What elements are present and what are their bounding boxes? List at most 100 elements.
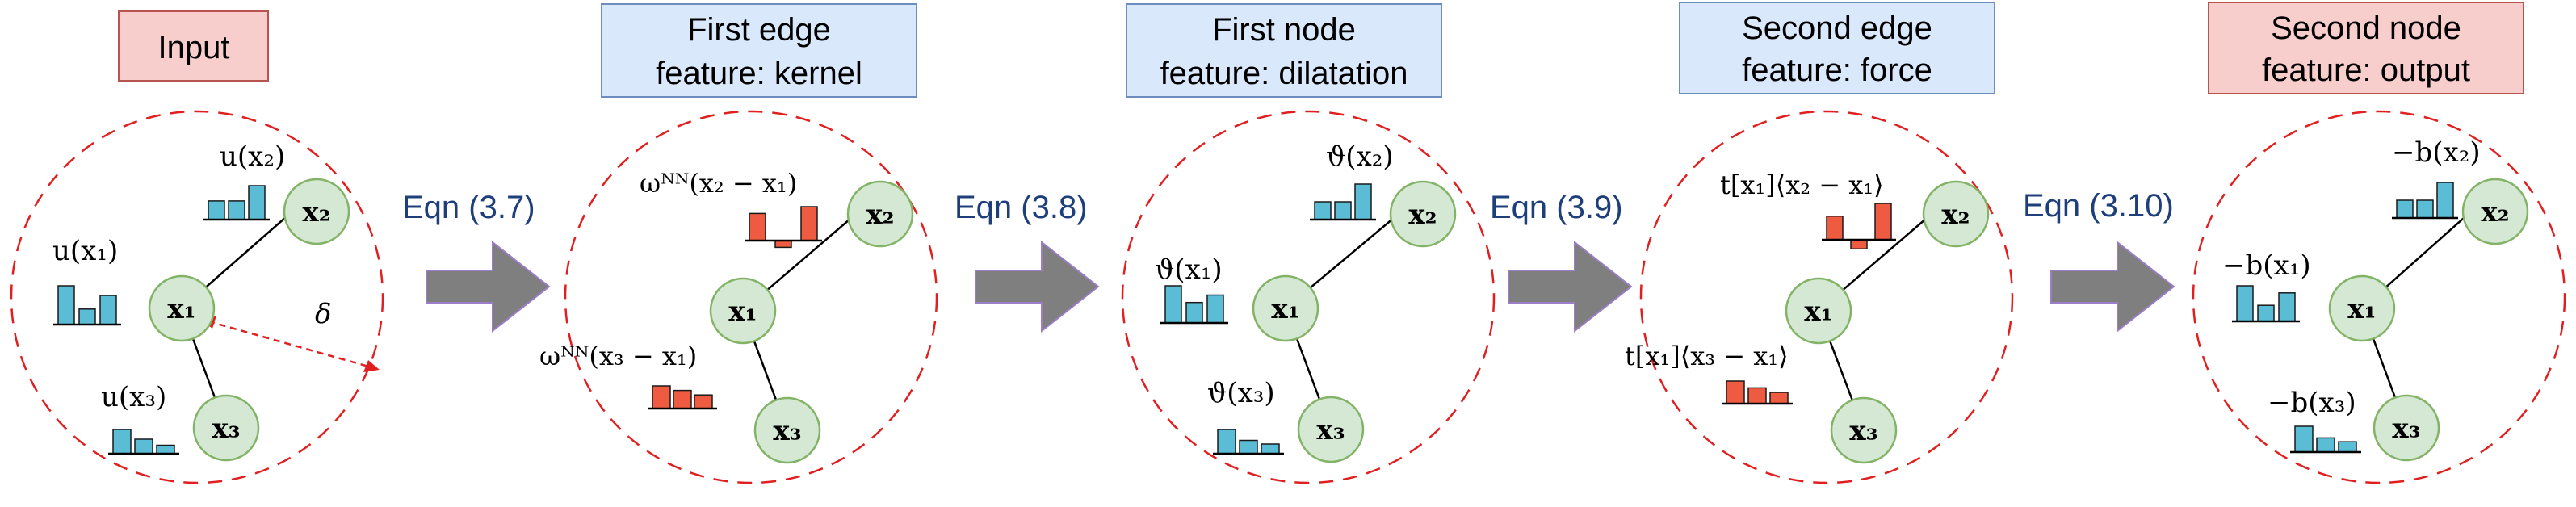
bar [1747, 387, 1767, 404]
node-x2: x₂ [283, 178, 350, 245]
panel-first-node: First node feature: dilatation x₁ x₂ x₃ … [1121, 3, 1496, 484]
bar-glyph [1822, 203, 1896, 249]
bar [1334, 201, 1352, 220]
svg-text:x₁: x₁ [2347, 293, 2376, 325]
right-block-arrow-icon [426, 240, 551, 333]
node-x1: x₁ [709, 277, 777, 345]
node-x3: x₃ [1297, 396, 1365, 463]
node-x3: x₃ [753, 396, 821, 464]
bar [1354, 183, 1372, 220]
node-x3: x₃ [192, 394, 260, 462]
bar [652, 385, 671, 409]
panel-input: Input δ x₁ x₂ x₃ u(x₂) u(x₁) u(x₃) [10, 10, 384, 484]
bar [1850, 239, 1868, 249]
label-dil-x2: ϑ(x₂) [1326, 140, 1394, 173]
bar [2396, 199, 2414, 219]
node-x1: x₁ [2328, 274, 2396, 342]
svg-text:x₁: x₁ [1271, 293, 1299, 325]
bar [1217, 429, 1236, 455]
bar [1185, 301, 1203, 324]
bar [1314, 201, 1332, 220]
svg-text:x₂: x₂ [866, 199, 894, 231]
bar [2257, 304, 2275, 322]
bar-glyph [1160, 285, 1228, 325]
bar-glyph [648, 385, 717, 410]
bar-glyph [745, 206, 822, 249]
label-out-x1: −b(x₁) [2222, 249, 2311, 282]
transition-3: Eqn (3.9) [1490, 190, 1633, 333]
title-line-2: feature: force [1742, 52, 1932, 88]
bar-glyph [2290, 425, 2361, 454]
transition-2: Eqn (3.8) [954, 190, 1100, 333]
title-line-1: First edge [687, 12, 831, 48]
bar [78, 308, 96, 325]
eqn-label: Eqn (3.7) [402, 190, 535, 225]
eqn-label: Eqn (3.9) [1490, 190, 1623, 225]
label-force-21: t[x₁]⟨x₂ − x₁⟩ [1720, 170, 1884, 200]
svg-text:x₁: x₁ [1804, 295, 1832, 328]
bar [248, 185, 266, 220]
panel-second-node: Second node feature: output x₁ x₂ x₃ −b(… [2192, 2, 2566, 484]
svg-text:x₂: x₂ [302, 196, 330, 228]
svg-text:x₂: x₂ [2481, 196, 2509, 228]
bar [1769, 392, 1789, 404]
bar [800, 206, 818, 241]
panel-second-edge: Second edge feature: force x₁ x₂ x₃ t[x₁… [1625, 2, 2014, 484]
title-line-2: feature: kernel [656, 56, 862, 91]
bar [1239, 439, 1258, 455]
bar [208, 200, 225, 220]
title-line-1: First node [1212, 12, 1356, 48]
label-u-x3: u(x₃) [101, 381, 166, 413]
svg-text:x₃: x₃ [1849, 415, 1877, 447]
bar [2236, 285, 2254, 322]
svg-text:x₁: x₁ [167, 293, 195, 325]
bar-glyph [1213, 429, 1284, 455]
label-kernel-31: ωᴺᴺ(x₃ − x₁) [539, 341, 697, 371]
bar [156, 444, 175, 455]
horizon-arrow [200, 316, 380, 372]
bar [2316, 437, 2335, 453]
bar [57, 285, 75, 325]
title-box [1679, 2, 1995, 94]
node-x1: x₁ [1785, 277, 1852, 345]
horizon-circle [2192, 110, 2566, 484]
node-x2: x₂ [2461, 178, 2529, 245]
bar [112, 429, 132, 455]
bar-glyph [108, 429, 179, 455]
bar-glyph [2392, 182, 2458, 220]
bar [774, 240, 792, 249]
label-u-x2: u(x₂) [220, 140, 285, 173]
right-block-arrow-icon [975, 240, 1100, 333]
horizon-circle [564, 110, 938, 484]
panel-first-edge: First edge feature: kernel x₁ x₂ x₃ ωᴺᴺ(… [539, 3, 938, 484]
label-kernel-21: ωᴺᴺ(x₂ − x₁) [640, 168, 797, 199]
bar [1206, 294, 1224, 324]
bar [2278, 292, 2296, 322]
node-x1: x₁ [148, 274, 216, 342]
bar [2338, 441, 2357, 453]
node-x1: x₁ [1252, 274, 1319, 342]
horizon-circle [10, 110, 384, 484]
node-x2: x₂ [1389, 180, 1457, 248]
title-line-1: Second node [2271, 10, 2461, 46]
title-box [2208, 2, 2524, 94]
bar [673, 389, 692, 409]
bar [1826, 216, 1844, 241]
bar [2294, 425, 2314, 453]
transition-1: Eqn (3.7) [402, 190, 551, 333]
bar [694, 394, 713, 409]
bar-glyph [203, 185, 270, 221]
node-x3: x₃ [1830, 396, 1898, 464]
label-out-x2: −b(x₂) [2392, 136, 2481, 169]
svg-text:x₃: x₃ [212, 413, 240, 445]
bar-glyph [1310, 183, 1376, 221]
node-x2: x₂ [846, 180, 914, 248]
svg-text:x₃: x₃ [1316, 414, 1345, 446]
bar [1874, 203, 1892, 241]
right-block-arrow-icon [2050, 240, 2175, 333]
bar-glyph [1722, 380, 1793, 405]
bar [1261, 443, 1280, 455]
bar [2416, 199, 2434, 219]
title-line-2: feature: output [2262, 52, 2470, 88]
